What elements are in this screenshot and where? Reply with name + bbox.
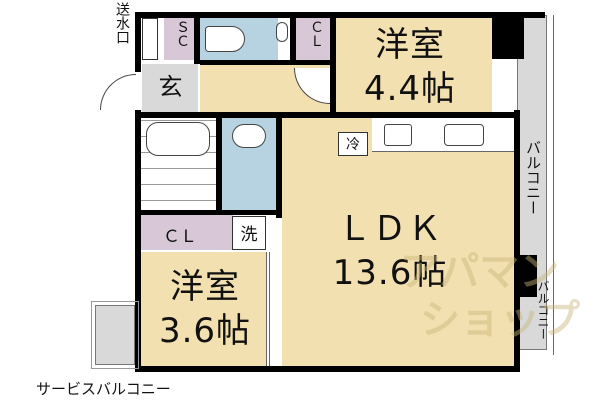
closet-bottom-label: ＣＬ <box>163 227 197 247</box>
western-room-2 <box>141 252 269 366</box>
ldk-type: ＬＤＫ <box>337 209 443 249</box>
watermark-line1: アパマン <box>400 249 560 295</box>
room1-size: 4.4帖 <box>363 69 457 109</box>
toilet-sink <box>276 22 288 42</box>
sink <box>444 124 484 146</box>
shoe-closet-label: ＳＣ <box>174 20 190 48</box>
entrance-door[interactable] <box>100 74 136 110</box>
service-balcony-label: サービスバルコニー <box>36 380 171 398</box>
water-inlet-box <box>142 18 158 60</box>
wall-bath-right <box>216 118 222 218</box>
service-balcony <box>91 301 139 369</box>
bathtub <box>146 122 210 156</box>
wall-right <box>514 110 520 372</box>
room2-size: 3.6帖 <box>158 311 252 351</box>
western-room-1 <box>336 18 492 112</box>
fridge-space <box>338 132 368 156</box>
entrance-label: 玄 <box>158 73 184 101</box>
ldk-size: 13.6帖 <box>332 253 448 293</box>
wall-toilet-right <box>290 18 296 64</box>
washbasin <box>232 124 266 148</box>
toilet-bowl <box>205 26 245 52</box>
entrance <box>142 64 198 112</box>
balcony-right-outline <box>540 15 554 355</box>
room1-type: 洋室 <box>375 25 445 65</box>
stove <box>384 124 412 146</box>
washer-label: 洗 <box>240 225 258 245</box>
wall-sc-right <box>194 18 200 64</box>
wall-room1-left <box>330 18 336 114</box>
shoe-closet <box>164 18 194 60</box>
fridge-label: 冷 <box>346 137 360 153</box>
watermark-line2: ショップ <box>420 297 580 343</box>
closet-top <box>296 18 330 62</box>
room2-sliding-door[interactable] <box>266 252 270 366</box>
wall-entrance-bottom <box>135 112 515 118</box>
washer-space <box>232 216 266 250</box>
wall-top <box>135 12 545 18</box>
ldk <box>282 118 514 366</box>
wall-closet-bottom-top <box>141 210 281 215</box>
wall-hall-top <box>200 60 336 65</box>
balcony-label-2: バルコニー <box>536 280 550 340</box>
pillar-top-right <box>492 15 524 59</box>
balcony-label-1: バルコニー <box>524 140 542 215</box>
room2-type: 洋室 <box>170 267 240 307</box>
water-inlet-label: 送水口 <box>114 2 130 44</box>
wall-wash-right <box>276 118 282 218</box>
wall-left-upper <box>135 12 141 72</box>
wall-bottom <box>135 366 520 372</box>
wall-left-lower <box>135 110 141 370</box>
closet-bottom <box>141 214 233 250</box>
closet-top-label: ＣＬ <box>308 20 324 48</box>
